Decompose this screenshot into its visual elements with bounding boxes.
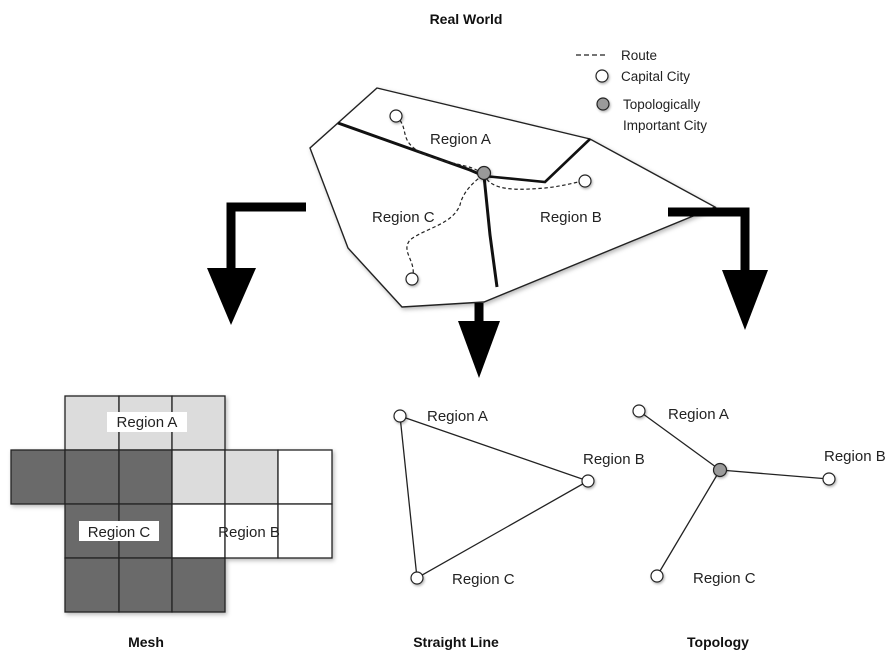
mesh-cell xyxy=(277,503,333,559)
legend: Route Capital City Topologically Importa… xyxy=(576,48,707,133)
mesh-cell xyxy=(10,449,66,505)
straight-line-triangle xyxy=(399,415,590,580)
topology-node-c-icon xyxy=(650,569,664,583)
straight-line-graph: Region A Region B Region C xyxy=(393,408,645,588)
border-b-c xyxy=(482,175,499,288)
straight-node-c-icon xyxy=(410,571,424,585)
mesh-cell xyxy=(224,503,279,559)
arrow-to-straight-line xyxy=(458,303,500,378)
topology-edge-c xyxy=(656,469,721,577)
topology-graph: Region A Region B Region C xyxy=(632,404,886,587)
topology-region-a-label: Region A xyxy=(668,406,729,423)
mesh-title: Mesh xyxy=(128,634,164,650)
arrow-to-mesh xyxy=(207,202,306,325)
topology-edge-b xyxy=(719,469,830,480)
map-region-a-label: Region A xyxy=(430,131,491,148)
border-a-b xyxy=(483,138,591,184)
legend-important-city-icon xyxy=(596,97,610,111)
capital-city-a-icon xyxy=(389,109,403,123)
mesh-cell xyxy=(171,503,226,559)
mesh-region-a-label: Region A xyxy=(117,414,178,431)
real-world-title: Real World xyxy=(430,11,503,27)
mesh-region-c-label: Region C xyxy=(88,524,151,541)
mesh-cell xyxy=(277,449,333,505)
legend-important-city-label-line1: Topologically xyxy=(623,97,701,112)
map-outline xyxy=(309,87,717,308)
mesh-cell xyxy=(118,449,173,505)
legend-important-city-label-line2: Important City xyxy=(623,118,707,133)
straight-region-c-label: Region C xyxy=(452,571,515,588)
straight-line-title: Straight Line xyxy=(413,634,499,650)
mesh-region-a-label-box xyxy=(107,412,187,432)
straight-region-b-label: Region B xyxy=(583,451,645,468)
mesh-cell xyxy=(171,557,226,613)
legend-capital-city-icon xyxy=(595,69,609,83)
topology-hub-icon xyxy=(712,462,728,478)
mesh-region-c-label-box xyxy=(79,521,159,541)
mesh-region-b-label: Region B xyxy=(218,524,280,541)
route-a xyxy=(395,115,484,175)
arrow-to-topology xyxy=(668,207,768,330)
legend-route-label: Route xyxy=(621,48,657,63)
map-region-c-label: Region C xyxy=(372,209,435,226)
map-region-b-label: Region B xyxy=(540,209,602,226)
legend-capital-city-label: Capital City xyxy=(621,69,690,84)
straight-node-b-icon xyxy=(581,474,595,488)
straight-region-a-label: Region A xyxy=(427,408,488,425)
important-city-icon xyxy=(476,165,492,181)
straight-node-a-icon xyxy=(393,409,407,423)
mesh-cell xyxy=(64,449,120,505)
topology-node-b-icon xyxy=(822,472,836,486)
topology-region-b-label: Region B xyxy=(824,448,886,465)
topology-node-a-icon xyxy=(632,404,646,418)
mesh-cell xyxy=(64,557,120,613)
route-b xyxy=(483,173,586,190)
mesh-cell xyxy=(224,449,279,505)
topology-region-c-label: Region C xyxy=(693,570,756,587)
mesh-cell xyxy=(171,449,226,505)
real-world-map: Region A Region B Region C xyxy=(309,87,717,308)
capital-city-b-icon xyxy=(578,174,592,188)
capital-city-c-icon xyxy=(405,272,419,286)
topology-edge-a xyxy=(638,410,721,471)
mesh-cell xyxy=(118,557,173,613)
mesh-grid xyxy=(10,395,333,613)
topology-title: Topology xyxy=(687,634,749,650)
